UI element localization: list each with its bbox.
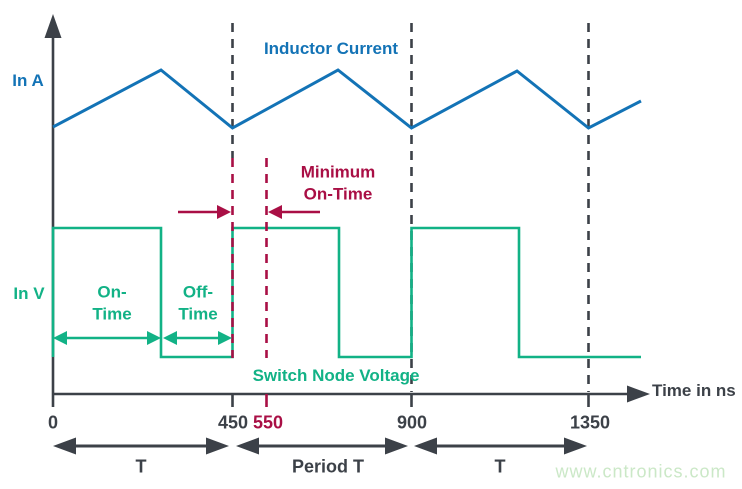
span-arrow-T1-head-right [206, 437, 229, 455]
switch-node-voltage-line [51, 226, 641, 359]
y-axis-arrowhead [44, 14, 62, 38]
min-on-time-arrow-left-head [217, 205, 231, 219]
on-time-arrow-head-right [147, 331, 161, 345]
span-arrow-T2-head-left [414, 437, 437, 455]
inductor-current-line [52, 68, 642, 130]
span-arrow-periodT-head-right [385, 437, 408, 455]
x-axis-arrowhead [627, 385, 650, 403]
on-time-arrow-head-left [53, 331, 67, 345]
span-arrow-T2-head-right [564, 437, 587, 455]
span-arrow-T1-head-left [53, 437, 76, 455]
off-time-arrow-head-left [163, 331, 177, 345]
span-arrow-periodT-head-left [236, 437, 259, 455]
min-on-time-arrow-right-head [268, 205, 282, 219]
off-time-arrow-head-right [218, 331, 232, 345]
